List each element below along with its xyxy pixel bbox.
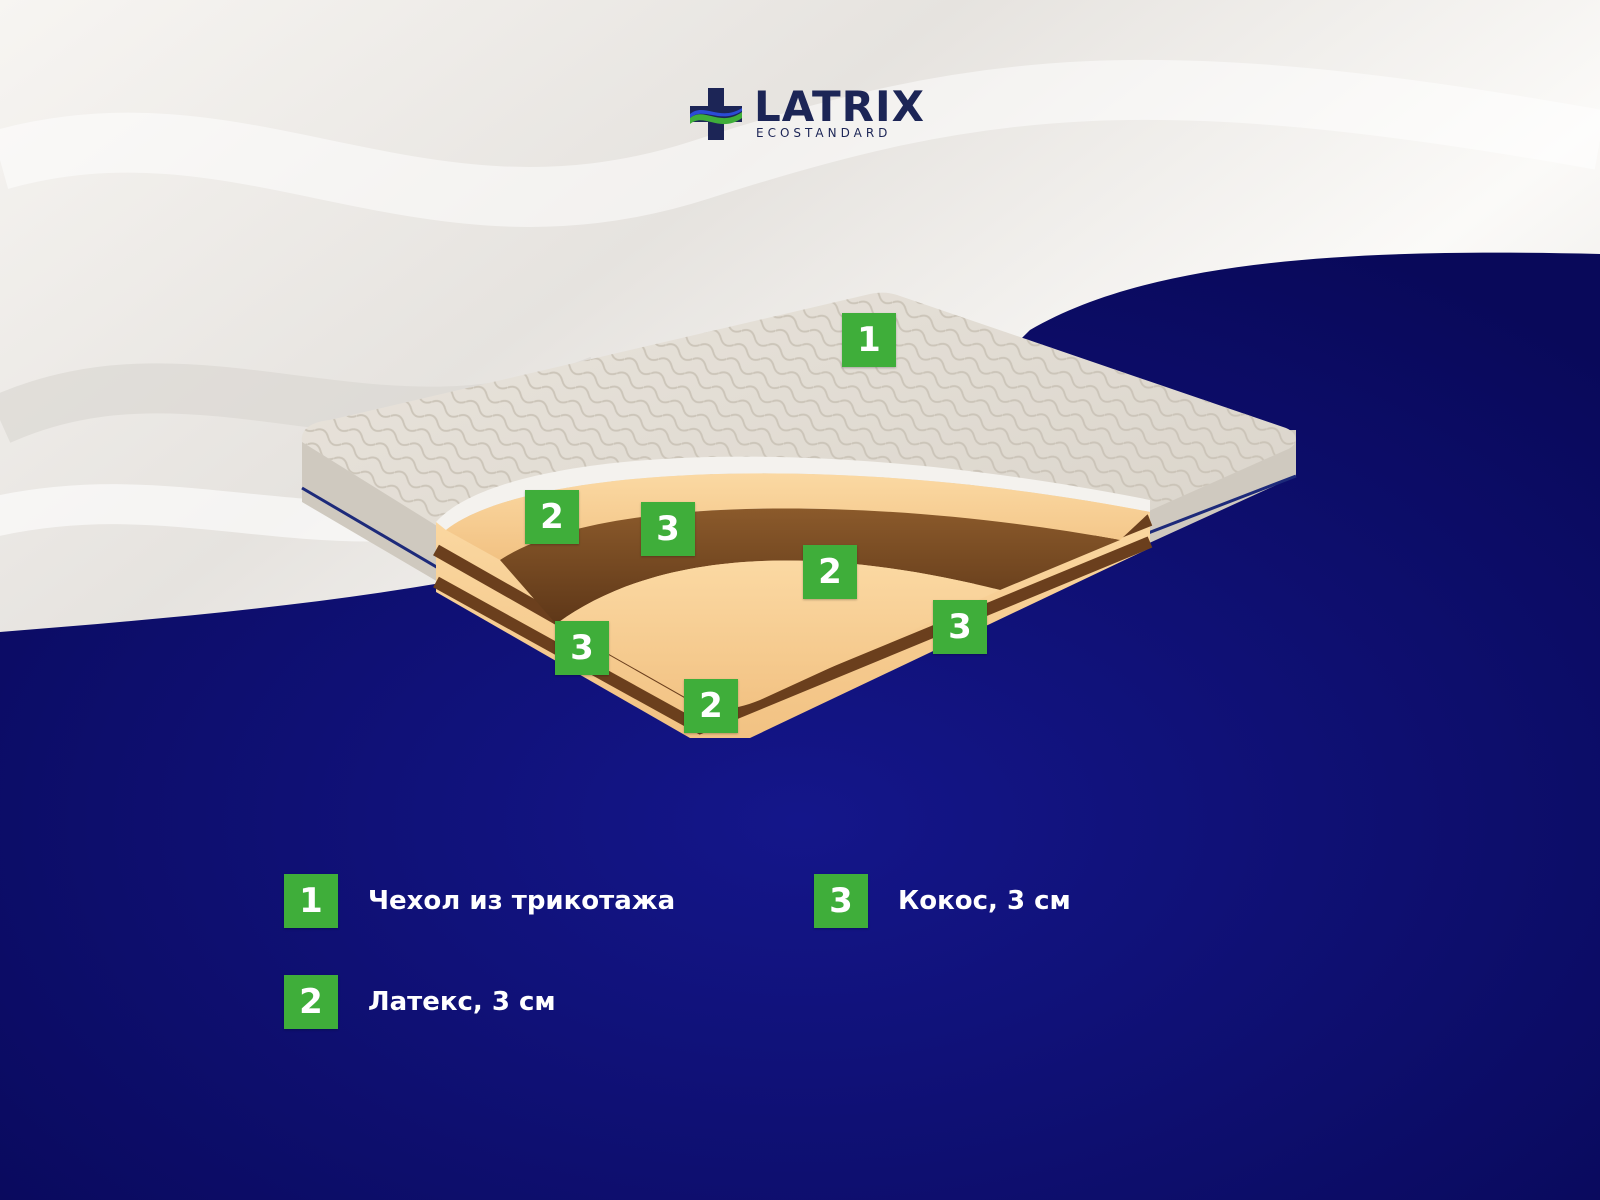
legend-label: Кокос, 3 см — [898, 886, 1071, 916]
legend-item-latex: 2 Латекс, 3 см — [284, 975, 556, 1029]
brand-tagline: ECOSTANDARD — [756, 126, 892, 140]
legend-badge: 1 — [284, 874, 338, 928]
legend-label: Чехол из трикотажа — [368, 886, 676, 916]
callout-3-coconut-left: 3 — [555, 621, 609, 675]
legend-badge: 3 — [814, 874, 868, 928]
callout-2-latex-core: 2 — [803, 545, 857, 599]
callout-3-coconut-right: 3 — [933, 600, 987, 654]
cross-logo-icon — [690, 88, 742, 140]
callout-2-latex-top: 2 — [525, 490, 579, 544]
brand-name: LATRIX — [754, 82, 926, 131]
legend-item-coconut: 3 Кокос, 3 см — [814, 874, 1071, 928]
callout-2-latex-bottom: 2 — [684, 679, 738, 733]
brand-logo: LATRIX ECOSTANDARD — [690, 84, 924, 144]
callout-1-cover: 1 — [842, 313, 896, 367]
layer-cutaway — [433, 456, 1153, 738]
callout-3-coconut-top: 3 — [641, 502, 695, 556]
legend-item-cover: 1 Чехол из трикотажа — [284, 874, 675, 928]
legend-badge: 2 — [284, 975, 338, 1029]
legend-label: Латекс, 3 см — [368, 987, 556, 1017]
